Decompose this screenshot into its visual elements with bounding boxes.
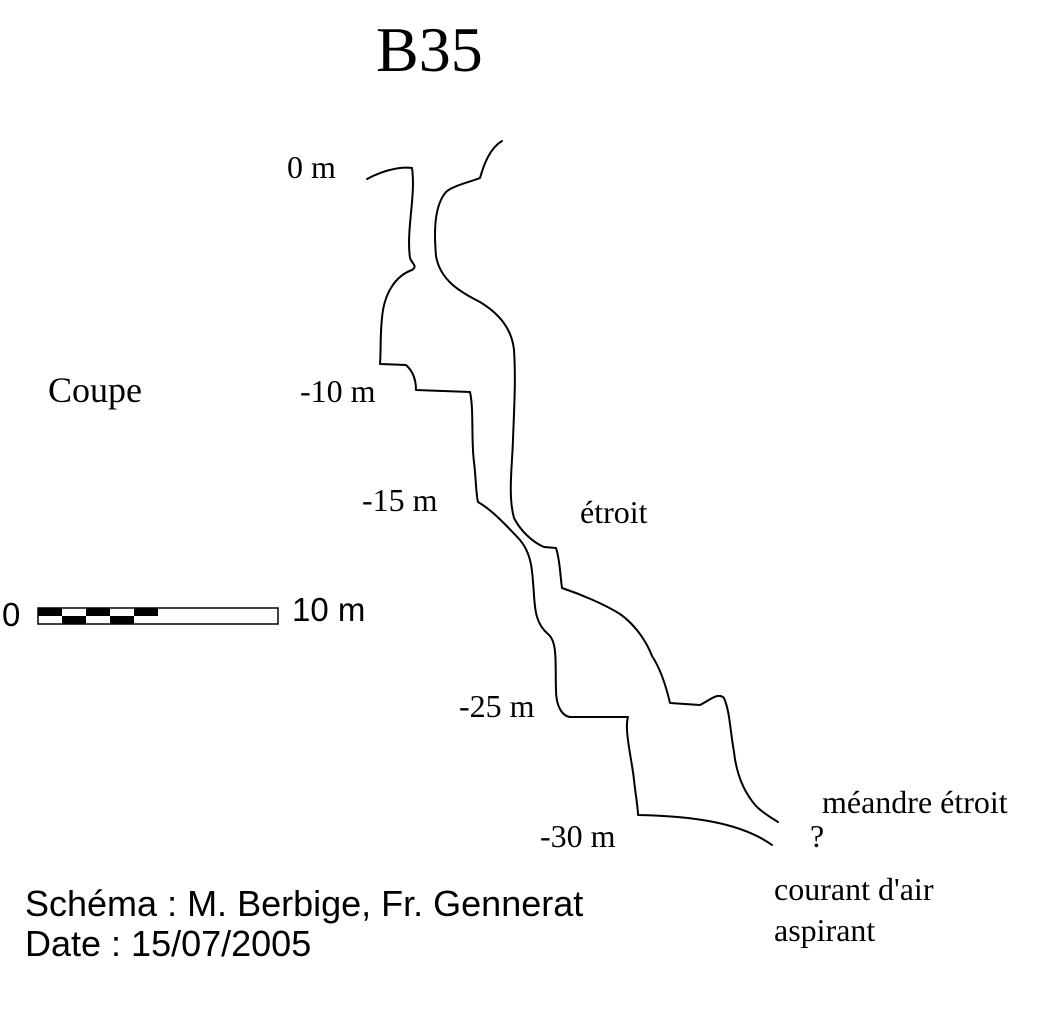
- cave-wall-right: [434, 140, 779, 823]
- depth-label-minus-10m: -10 m: [300, 373, 376, 409]
- depth-label-minus-15m: -15 m: [362, 482, 438, 518]
- scale-bar-segment-2: [62, 616, 86, 624]
- annotation-narrow: étroit: [580, 494, 648, 530]
- credits-date: Date : 15/07/2005: [25, 923, 312, 964]
- scale-bar-segment-5: [134, 608, 158, 616]
- annotation-draft-line1: courant d'air: [774, 871, 934, 907]
- scale-bar-segment-3: [86, 608, 110, 616]
- depth-label-0m: 0 m: [287, 149, 336, 185]
- depth-label-minus-30m: -30 m: [540, 818, 616, 854]
- annotation-narrow-meander: méandre étroit: [822, 784, 1008, 820]
- credits-schema: Schéma : M. Berbige, Fr. Gennerat: [25, 883, 584, 924]
- scale-bar: [37, 607, 279, 625]
- cave-wall-left: [366, 166, 773, 846]
- depth-label-minus-25m: -25 m: [459, 688, 535, 724]
- annotation-draft-line2: aspirant: [774, 912, 876, 948]
- diagram-title: B35: [376, 14, 483, 85]
- scale-bar-start-label: 0: [2, 596, 21, 633]
- scale-bar-segment-1: [38, 608, 62, 616]
- view-label: Coupe: [48, 370, 142, 410]
- annotation-question-mark: ?: [810, 818, 825, 854]
- scale-bar-end-label: 10 m: [292, 591, 366, 628]
- scale-bar-segment-4: [110, 616, 134, 624]
